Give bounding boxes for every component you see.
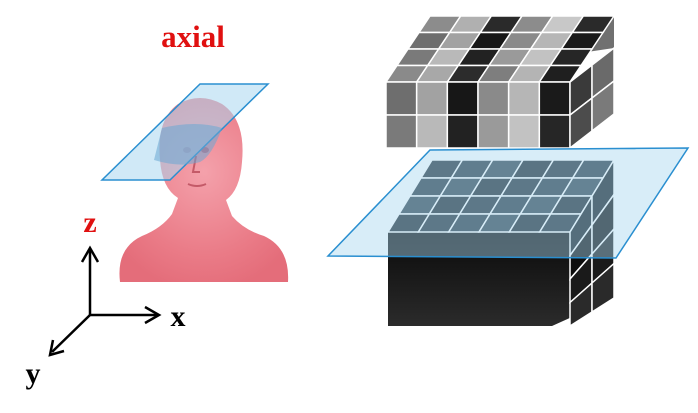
voxel-block-lower bbox=[386, 157, 616, 328]
voxel-cell bbox=[538, 81, 571, 116]
voxel-cell bbox=[385, 81, 418, 116]
voxel-cell bbox=[477, 114, 510, 149]
voxel-cell bbox=[507, 114, 541, 149]
voxel-cell bbox=[446, 114, 479, 149]
axis-triad bbox=[48, 245, 162, 357]
voxel-cell bbox=[591, 79, 615, 133]
voxel-cell bbox=[415, 114, 449, 149]
title-axial: axial bbox=[161, 19, 225, 54]
axis-label-z: z bbox=[83, 206, 96, 239]
voxel-cell bbox=[507, 81, 541, 116]
axis-label-y: y bbox=[26, 357, 41, 390]
voxel-cell bbox=[385, 114, 418, 149]
head-axial-plane bbox=[100, 83, 270, 181]
voxel-cell bbox=[446, 81, 479, 116]
voxel-cell bbox=[477, 81, 510, 116]
voxel-axial-plane bbox=[326, 147, 690, 259]
voxel-cell bbox=[415, 81, 449, 116]
axis-label-x: x bbox=[171, 300, 186, 333]
voxel-cell bbox=[538, 114, 571, 149]
voxel-cell bbox=[591, 261, 615, 314]
voxel-block-upper bbox=[384, 15, 616, 150]
